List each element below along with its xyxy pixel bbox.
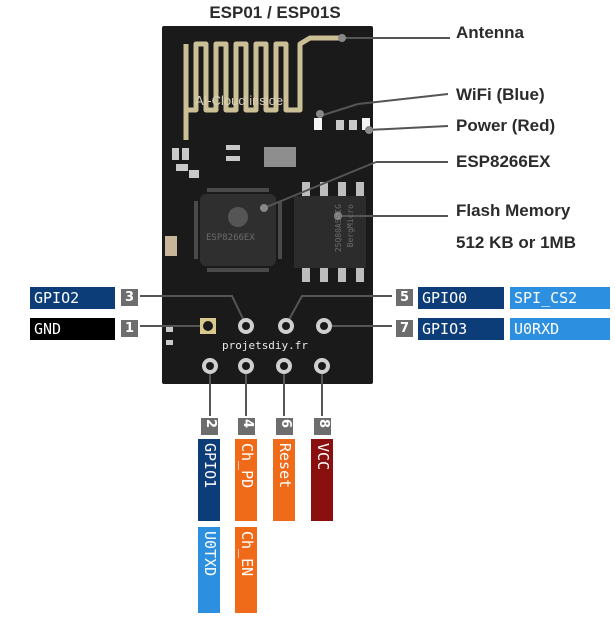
callout-flash-memory: Flash Memory bbox=[456, 201, 571, 220]
callout-dots bbox=[260, 34, 373, 220]
board-silkscreen: AI-Cloud inside bbox=[195, 93, 284, 108]
pin7-number-badge: 7 bbox=[396, 320, 413, 337]
capacitor bbox=[165, 236, 177, 256]
pin4-number-badge: 4 bbox=[238, 418, 255, 435]
callout-esp-chip: ESP8266EX bbox=[456, 152, 551, 171]
power-led bbox=[362, 118, 370, 130]
pin5-number-badge: 5 bbox=[396, 289, 413, 306]
smd-components bbox=[166, 120, 357, 345]
pin6-label: Reset bbox=[273, 439, 295, 521]
esp-chip-pads bbox=[194, 188, 282, 272]
pin6-number-badge: 6 bbox=[276, 418, 293, 435]
flash-chip-legs bbox=[302, 182, 364, 282]
callout-flash-size: 512 KB or 1MB bbox=[456, 233, 576, 252]
flash-chip-marking-2: 25Q80ASSIG bbox=[334, 204, 343, 253]
pin5-label: GPIO0 bbox=[418, 287, 504, 309]
callout-wifi-led: WiFi (Blue) bbox=[456, 85, 545, 104]
callout-antenna: Antenna bbox=[456, 23, 524, 42]
watermark: projetsdiy.fr bbox=[221, 339, 309, 352]
pin7-alt-label: U0RXD bbox=[510, 318, 610, 340]
pin2-number-badge: 2 bbox=[201, 418, 218, 435]
esp-chip-marking: ESP8266EX bbox=[206, 233, 255, 243]
callout-lines bbox=[263, 37, 450, 217]
diagram-title: ESP01 / ESP01S bbox=[209, 3, 341, 22]
pin1-number-badge: 1 bbox=[121, 320, 138, 337]
pin7-label: GPIO3 bbox=[418, 318, 504, 340]
callout-power-led: Power (Red) bbox=[456, 116, 556, 135]
pin2-label: GPIO1 bbox=[198, 439, 220, 521]
pin1-label: GND bbox=[30, 318, 115, 340]
flash-chip bbox=[294, 196, 366, 268]
crystal bbox=[264, 147, 296, 167]
pin5-alt-label: SPI_CS2 bbox=[510, 287, 610, 309]
pin4-alt-label: Ch_EN bbox=[235, 527, 257, 613]
pin4-label: Ch_PD bbox=[235, 439, 257, 521]
pin3-label: GPIO2 bbox=[30, 287, 115, 309]
espressif-logo-icon bbox=[228, 207, 248, 227]
pin8-number-badge: 8 bbox=[314, 418, 331, 435]
esp8266-chip bbox=[200, 194, 276, 266]
pin8-label: VCC bbox=[311, 439, 333, 521]
flash-chip-marking-1: BergMicro bbox=[346, 204, 355, 248]
wifi-led bbox=[314, 118, 322, 130]
pin-leader-lines bbox=[140, 295, 392, 416]
pin3-number-badge: 3 bbox=[121, 289, 138, 306]
pin2-alt-label: U0TXD bbox=[198, 527, 220, 613]
